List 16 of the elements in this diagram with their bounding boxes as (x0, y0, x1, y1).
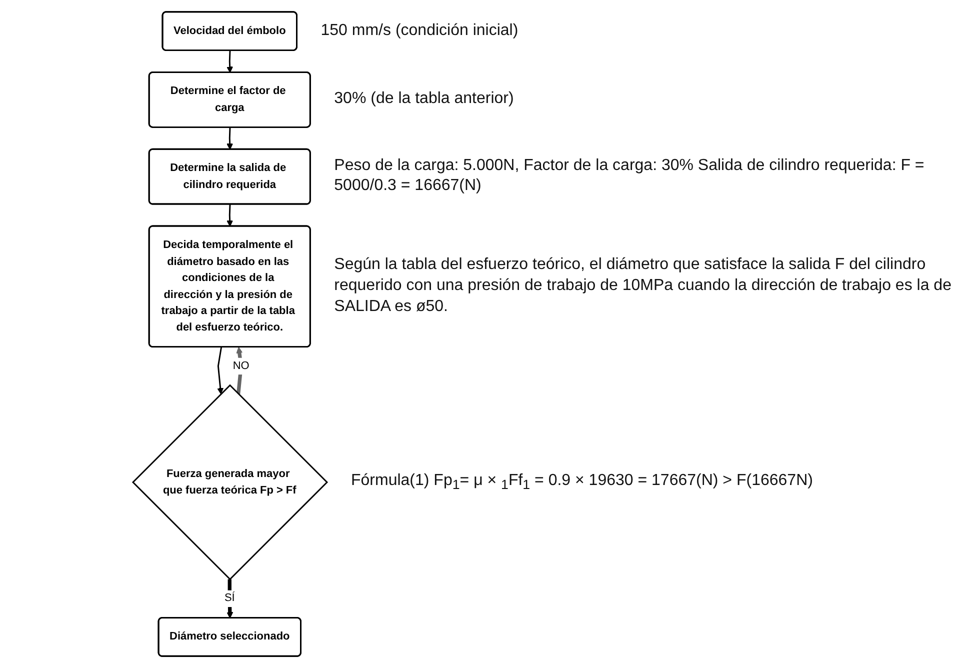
process-box: Diámetro seleccionado (158, 616, 302, 657)
annotation-text: Según la tabla del esfuerzo teórico, el diámetro que satisface la salida F del cilindro requerido con una presión de trabajo de 10MPa cuando la dirección de trabajo es la de SALIDA es ø50. (334, 255, 952, 317)
annotation-text: 150 mm/s (condición inicial) (320, 20, 520, 41)
arrow (217, 347, 224, 394)
arrow (226, 50, 234, 73)
process-box: Decida temporalmente el diámetro basado en las condiciones de la dirección y la presión de trabajo a partir de la tabla del esfuerzo teórico. (148, 225, 311, 348)
annotation-text: 30% (de la tabla anterior) (334, 89, 515, 110)
arrow (226, 204, 234, 227)
arrow (226, 128, 234, 150)
arrow (236, 346, 243, 394)
process-box: Velocidad del émbolo (162, 11, 298, 52)
process-box: Determine el factor de carga (148, 72, 311, 128)
annotation-text: Fórmula(1) Fp$_{1}$= μ × $_{1}$Ff$_{1}$ = 0.9 × 19630 = 17667(N) > F(16667N) (351, 470, 814, 494)
process-box: Determine la salida de cilindro requerida (148, 148, 311, 205)
decision-diamond: Fuerza generada mayor que fuerza teórica Fp > Ff (132, 384, 328, 580)
annotation-text: Peso de la carga: 5.000N, Factor de la carga: 30% Salida de cilindro requerida: F = 5000/0.3 = 16667(N) (334, 156, 926, 196)
